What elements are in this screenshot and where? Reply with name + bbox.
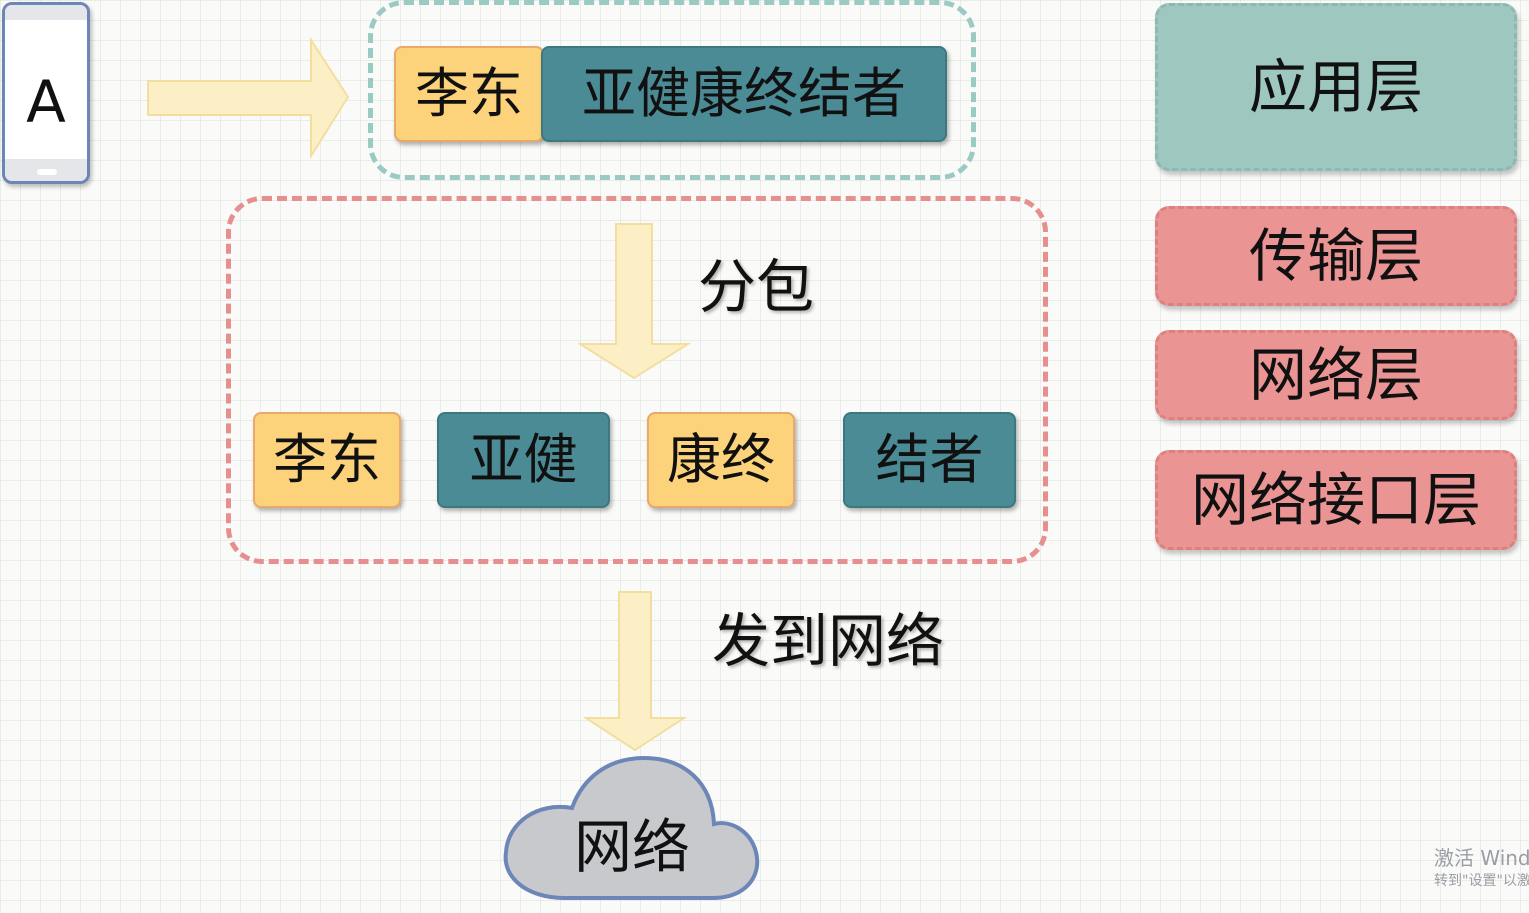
application-layer-label: 应用层	[1248, 53, 1423, 121]
message-sender-box: 李东	[394, 46, 544, 142]
link-layer-box: 网络接口层	[1155, 450, 1517, 550]
watermark-line-2: 转到"设置"以激	[1434, 873, 1529, 889]
network-layer-label: 网络层	[1248, 341, 1423, 409]
transport-layer-box: 传输层	[1155, 206, 1517, 306]
device-label: A	[26, 68, 66, 136]
link-layer-label: 网络接口层	[1190, 466, 1481, 534]
packet-4-text: 结者	[875, 428, 984, 491]
transport-layer-label: 传输层	[1248, 222, 1423, 290]
send-step-label: 发到网络	[712, 607, 945, 675]
packet-split-frame	[226, 196, 1048, 564]
arrow-down-send-icon	[582, 591, 688, 752]
packet-1-text: 李东	[273, 428, 381, 491]
arrow-right-icon	[147, 36, 350, 160]
application-message-frame	[368, 0, 976, 180]
phone-home-button-icon	[37, 169, 57, 175]
arrow-down-split-icon	[578, 223, 692, 380]
phone-top-bar	[5, 5, 87, 20]
packet-2-text: 亚健	[469, 428, 578, 491]
packet-3-text: 康终	[667, 428, 775, 491]
packet-4: 结者	[843, 412, 1016, 508]
split-step-label: 分包	[698, 253, 815, 321]
message-body-box: 亚健康终结者	[541, 46, 947, 142]
application-layer-box: 应用层	[1155, 3, 1517, 171]
packet-3: 康终	[647, 412, 795, 508]
network-label: 网络	[573, 813, 690, 881]
message-body-text: 亚健康终结者	[582, 62, 906, 125]
packet-2: 亚健	[437, 412, 610, 508]
phone-bottom-bar	[5, 159, 87, 181]
network-layer-box: 网络层	[1155, 330, 1517, 420]
phone-device-icon: A	[2, 2, 90, 184]
message-sender-text: 李东	[415, 62, 523, 125]
packet-1: 李东	[253, 412, 401, 508]
watermark-line-1: 激活 Wind	[1434, 846, 1529, 870]
cloud-icon	[503, 755, 760, 900]
